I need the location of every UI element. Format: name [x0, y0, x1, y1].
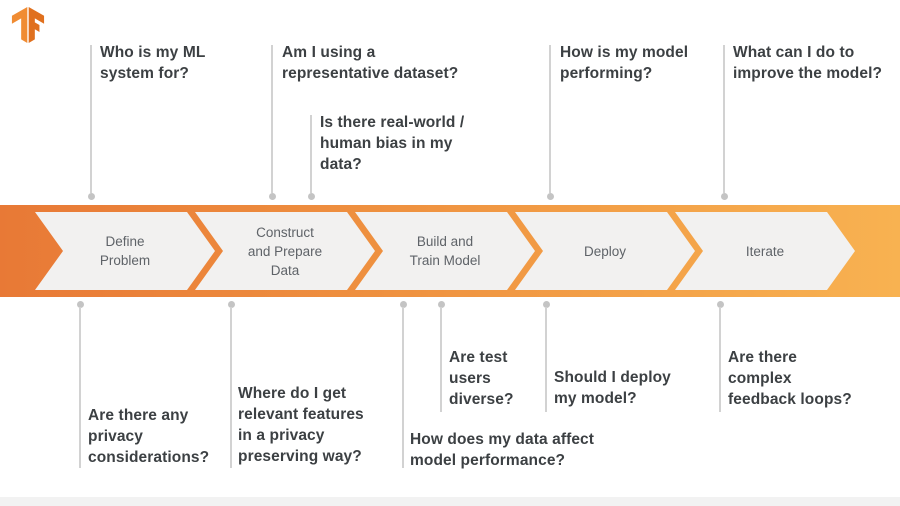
stage-construct-and-prepare-data: Construct and Prepare Data	[195, 212, 375, 290]
connector-line	[440, 307, 442, 412]
footer-strip	[0, 497, 900, 506]
connector-dot	[399, 300, 407, 308]
connector-line	[230, 307, 232, 468]
connector-dot	[76, 300, 84, 308]
question-data-affect-performance: How does my data affect model performanc…	[410, 431, 595, 469]
connector-line	[271, 45, 273, 193]
connector-dot	[716, 300, 724, 308]
connector-dot	[720, 192, 728, 200]
connector-dot	[227, 300, 235, 308]
connector-line	[402, 307, 404, 468]
connector-dot	[87, 192, 95, 200]
connector-line	[549, 45, 551, 193]
connector-dot	[546, 192, 554, 200]
connector-dot	[437, 300, 445, 308]
tensorflow-logo-icon	[10, 6, 46, 49]
connector-line	[545, 307, 547, 412]
stage-label: Build and Train Model	[409, 234, 481, 268]
stage-label: Define Problem	[99, 234, 151, 268]
question-complex-feedback-loops: Are there complex feedback loops?	[728, 349, 852, 408]
connector-line	[79, 307, 81, 468]
question-who-is-my-ml-system-for: Who is my ML system for?	[100, 44, 206, 82]
question-should-i-deploy: Should I deploy my model?	[554, 369, 671, 407]
connector-dot	[542, 300, 550, 308]
workflow-banner: Define Problem Construct and Prepare Dat…	[0, 205, 900, 297]
connector-dot	[268, 192, 276, 200]
connector-line	[310, 115, 312, 193]
connector-dot	[307, 192, 315, 200]
question-relevant-features-privacy: Where do I get relevant features in a pr…	[238, 385, 364, 465]
question-real-world-human-bias: Is there real-world / human bias in my d…	[320, 114, 465, 173]
connector-line	[719, 307, 721, 412]
connector-line	[90, 45, 92, 193]
question-privacy-considerations: Are there any privacy considerations?	[88, 407, 210, 466]
stage-label: Iterate	[745, 243, 785, 259]
stage-build-and-train-model: Build and Train Model	[355, 212, 535, 290]
question-model-performing: How is my model performing?	[560, 44, 689, 82]
question-test-users-diverse: Are test users diverse?	[449, 349, 514, 408]
stage-deploy: Deploy	[515, 212, 695, 290]
question-improve-the-model: What can I do to improve the model?	[733, 44, 883, 82]
stage-define-problem: Define Problem	[35, 212, 215, 290]
stage-label: Deploy	[583, 243, 627, 259]
question-representative-dataset: Am I using a representative dataset?	[282, 44, 459, 82]
connector-line	[723, 45, 725, 193]
stage-iterate: Iterate	[675, 212, 855, 290]
stage-label: Construct and Prepare Data	[247, 224, 323, 278]
